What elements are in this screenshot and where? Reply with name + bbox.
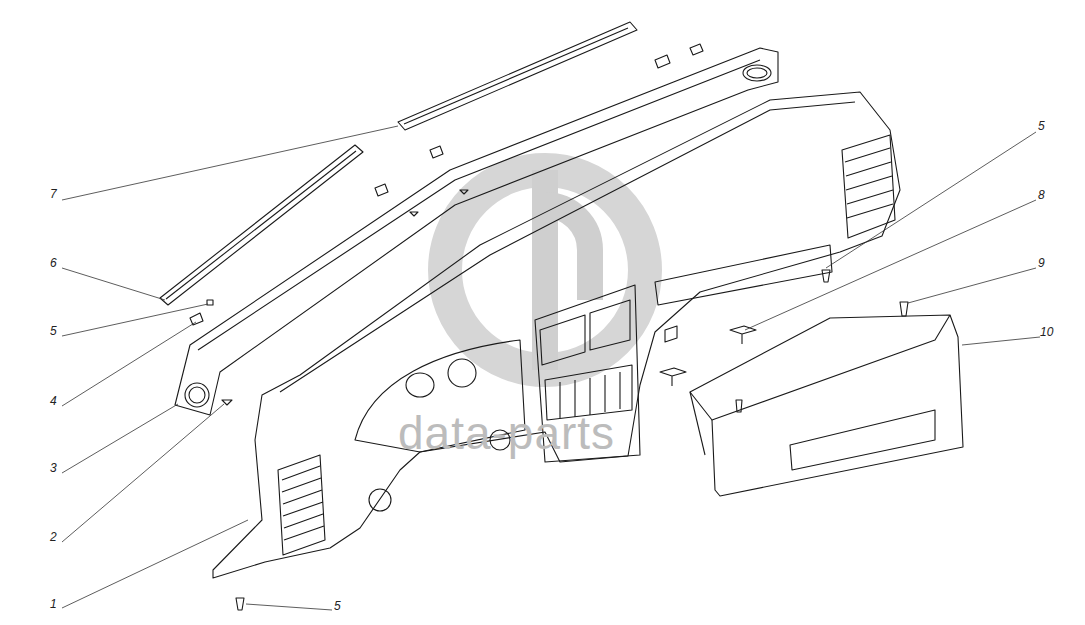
callout-number: 1 — [50, 598, 57, 610]
callout-number: 6 — [50, 257, 57, 269]
watermark: data-parts — [398, 410, 615, 456]
callout-number: 5 — [334, 600, 341, 612]
callout-number: 10 — [1040, 326, 1053, 338]
callout-number: 3 — [50, 462, 57, 474]
callout-number: 8 — [1038, 189, 1045, 201]
callout-number: 7 — [50, 188, 57, 200]
watermark-logo-mark — [545, 170, 590, 370]
callout-number: 5 — [1038, 120, 1045, 132]
callout-number: 9 — [1038, 257, 1045, 269]
callout-number: 4 — [50, 395, 57, 407]
callout-number: 2 — [50, 531, 57, 543]
leader-lines — [62, 126, 1040, 610]
callout-number: 5 — [50, 325, 57, 337]
watermark-logo — [445, 170, 645, 370]
parts — [160, 22, 963, 610]
